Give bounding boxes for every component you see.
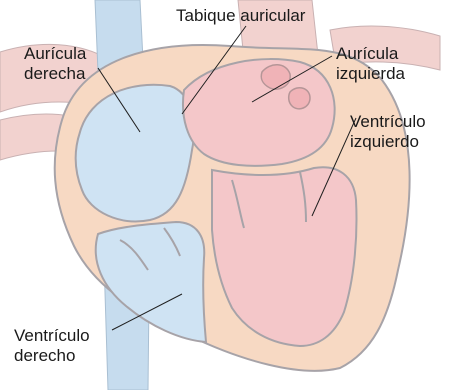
label-left-atrium: Aurícula izquierda: [336, 44, 405, 84]
left-atrium-chamber: [183, 59, 335, 166]
label-left-ventricle: Ventrículo izquierdo: [350, 112, 426, 152]
label-right-atrium-line2: derecha: [24, 64, 86, 84]
pulmonary-vein-opening-2: [289, 88, 310, 109]
label-right-atrium-line1: Aurícula: [24, 44, 86, 64]
label-right-atrium: Aurícula derecha: [24, 44, 86, 84]
label-atrial-septum: Tabique auricular: [176, 6, 305, 26]
label-left-ventricle-line2: izquierdo: [350, 132, 426, 152]
pulmonary-vein-opening-1: [261, 65, 290, 90]
label-right-ventricle-line1: Ventrículo: [14, 326, 90, 346]
label-left-atrium-line2: izquierda: [336, 64, 405, 84]
label-left-atrium-line1: Aurícula: [336, 44, 405, 64]
label-atrial-septum-text: Tabique auricular: [176, 6, 305, 26]
label-right-ventricle-line2: derecho: [14, 346, 90, 366]
label-left-ventricle-line1: Ventrículo: [350, 112, 426, 132]
label-right-ventricle: Ventrículo derecho: [14, 326, 90, 366]
